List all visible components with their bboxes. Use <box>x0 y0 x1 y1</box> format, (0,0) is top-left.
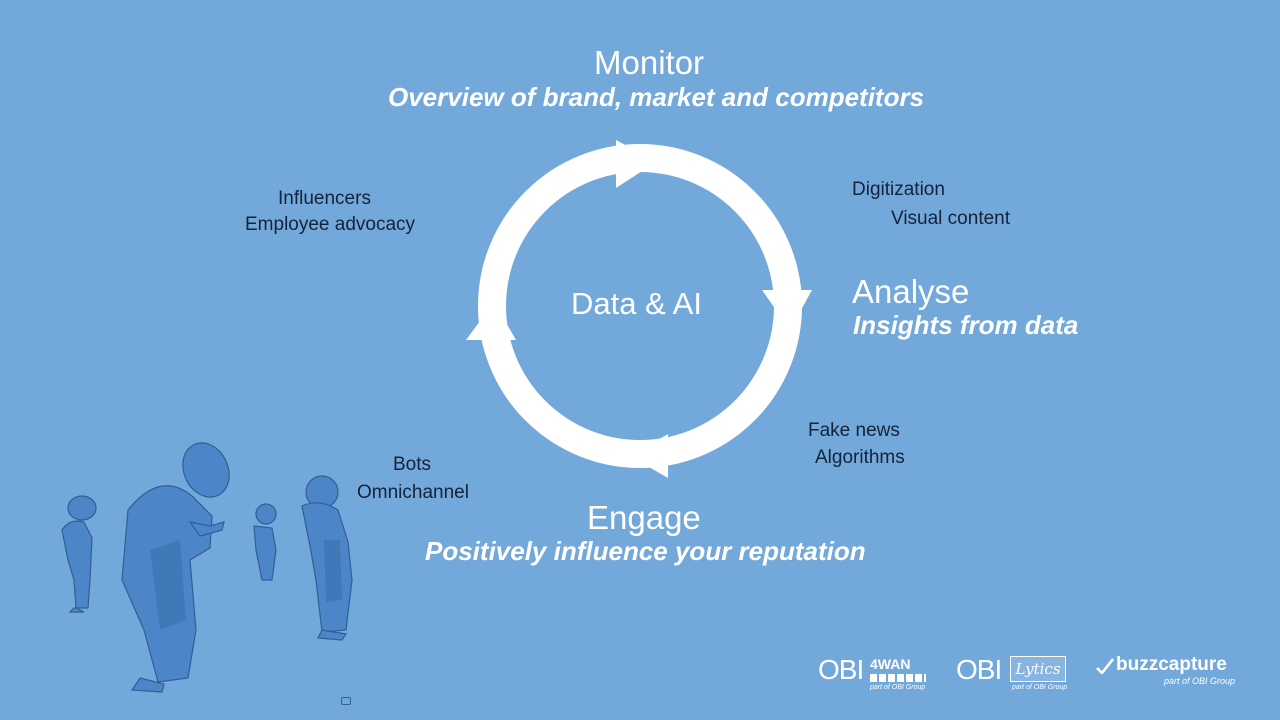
note-bots: Bots <box>393 454 432 475</box>
note-visual-content: Visual content <box>891 208 1011 229</box>
arrow-right-down-icon <box>762 290 812 330</box>
stage-monitor-title: Monitor <box>594 44 705 81</box>
cycle-center-label: Data & AI <box>571 286 702 321</box>
logo-obi4wan-right: 4WAN <box>870 656 911 672</box>
stage-engage-title: Engage <box>587 499 701 536</box>
watermark-mark-icon <box>341 697 351 705</box>
note-digitization: Digitization <box>852 179 945 200</box>
stage-monitor-subtitle: Overview of brand, market and competitor… <box>388 82 925 112</box>
note-employee-advocacy: Employee advocacy <box>245 214 416 235</box>
note-fake-news: Fake news <box>808 420 900 441</box>
logo-obilytics-right: Lytics <box>1010 656 1066 682</box>
note-algorithms: Algorithms <box>815 447 905 468</box>
stage-analyse-subtitle: Insights from data <box>853 310 1079 340</box>
logo-buzzcapture: buzzcapture part of OBI Group <box>1096 654 1246 694</box>
people-looking-at-phones-illustration <box>61 442 353 693</box>
logo-obilytics-tagline: part of OBI Group <box>1012 684 1068 691</box>
logo-obi4wan-tagline: part of OBI Group <box>870 684 926 691</box>
stage-analyse-title: Analyse <box>852 273 970 310</box>
logo-obi4wan: OBI 4WAN part of OBI Group <box>818 654 930 694</box>
arrow-left-up-icon <box>466 302 516 340</box>
logo-obilytics: OBI Lytics part of OBI Group <box>956 654 1068 694</box>
arrow-bottom-left-icon <box>630 434 668 478</box>
buzzcapture-check-icon <box>1096 658 1114 674</box>
arrow-top-right-icon <box>616 140 656 188</box>
logo-obilytics-left: OBI <box>956 654 1002 685</box>
stage-engage-subtitle: Positively influence your reputation <box>425 536 866 566</box>
logo-buzzcapture-name: buzzcapture <box>1116 654 1227 675</box>
cycle-diagram <box>466 140 812 478</box>
note-omnichannel: Omnichannel <box>357 482 469 503</box>
note-influencers: Influencers <box>278 188 371 209</box>
logo-obi4wan-dots <box>870 674 926 682</box>
logo-obi4wan-left: OBI <box>818 654 864 685</box>
logo-buzzcapture-tagline: part of OBI Group <box>1164 676 1236 686</box>
